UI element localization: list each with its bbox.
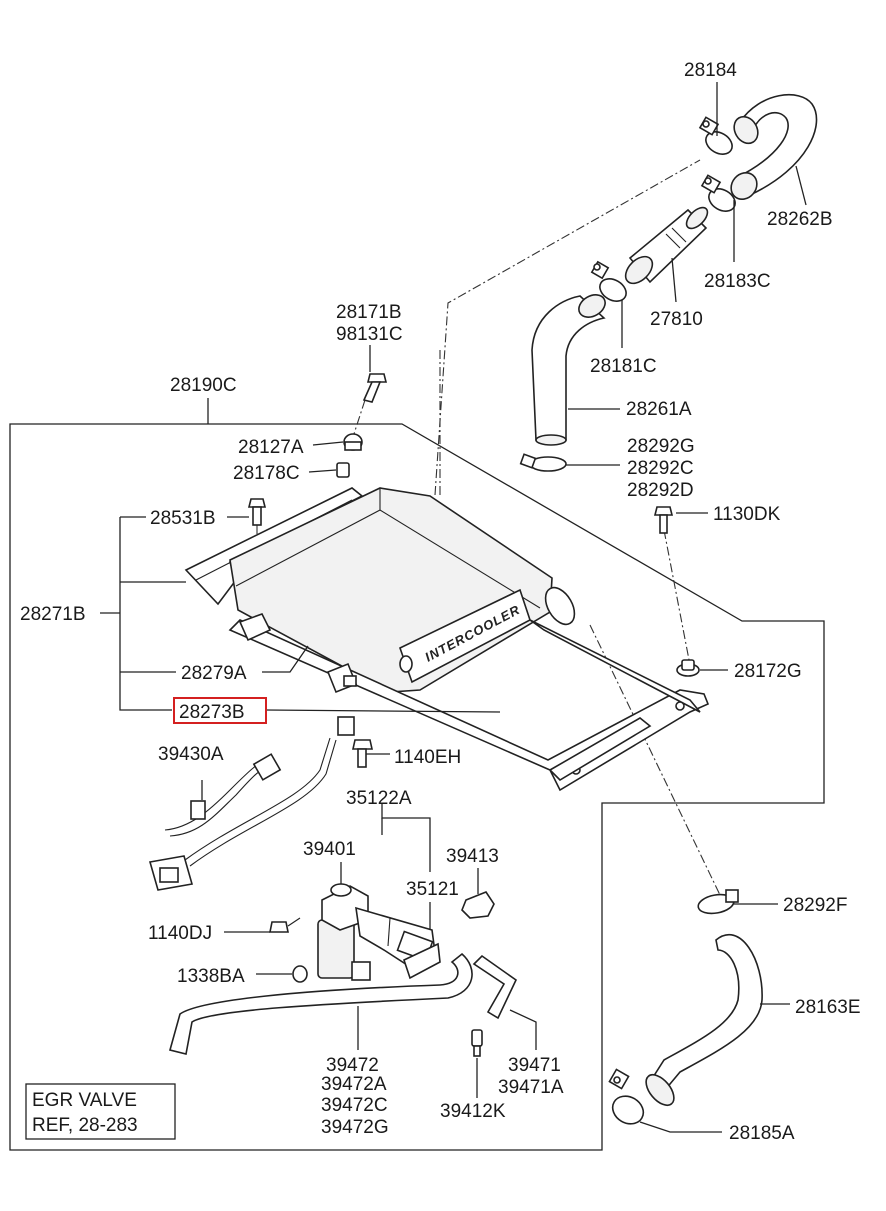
intercooler[interactable]: INTERCOOLER <box>229 487 580 693</box>
callout-28184[interactable]: 28184 <box>684 60 737 81</box>
note-line-2: REF, 28-283 <box>32 1115 138 1136</box>
clamp-28183c[interactable] <box>700 174 739 215</box>
callout-28171b[interactable]: 28171B <box>336 302 402 323</box>
hose-28261a[interactable] <box>531 290 609 446</box>
fitting-39412k[interactable] <box>471 1029 483 1057</box>
callout-28190c[interactable]: 28190C <box>170 375 237 396</box>
bolt-1140dj[interactable] <box>269 917 301 933</box>
callout-39472[interactable]: 39472 <box>326 1055 379 1076</box>
clamp-28184[interactable] <box>698 116 736 158</box>
callout-39412k[interactable]: 39412K <box>440 1101 506 1122</box>
alignment-line <box>434 159 701 496</box>
callout-28127a[interactable]: 28127A <box>238 437 304 458</box>
callout-28185a[interactable]: 28185A <box>729 1123 795 1144</box>
hose-28163e[interactable] <box>641 933 763 1111</box>
callout-39471[interactable]: 39471 <box>508 1055 561 1076</box>
callout-28292f[interactable]: 28292F <box>783 895 847 916</box>
pipe-27810[interactable] <box>621 204 712 289</box>
callout-35121[interactable]: 35121 <box>406 879 459 900</box>
hose-39471[interactable] <box>472 954 518 1020</box>
mount-28271b[interactable] <box>238 613 358 694</box>
callout-27810[interactable]: 27810 <box>650 309 703 330</box>
callout-39413[interactable]: 39413 <box>446 846 499 867</box>
note-box <box>25 1083 176 1140</box>
callout-28273b[interactable]: 28273B <box>179 702 245 723</box>
callout-39471a[interactable]: 39471A <box>498 1077 564 1098</box>
fitting-39413[interactable] <box>461 891 495 919</box>
callout-28292g[interactable]: 28292G <box>627 436 695 457</box>
alignment-line <box>663 529 691 666</box>
callout-28178c[interactable]: 28178C <box>233 463 300 484</box>
collar-28178c[interactable] <box>336 462 350 478</box>
clamp-28292f[interactable] <box>697 889 739 916</box>
callout-39401[interactable]: 39401 <box>303 839 356 860</box>
callout-28172g[interactable]: 28172G <box>734 661 802 682</box>
callout-28292c[interactable]: 28292C <box>627 458 694 479</box>
callout-28261a[interactable]: 28261A <box>626 399 692 420</box>
hose-39472[interactable] <box>169 952 473 1055</box>
assembly-frame <box>9 423 825 1151</box>
callout-28279a[interactable]: 28279A <box>181 663 247 684</box>
callout-28163e[interactable]: 28163E <box>795 997 861 1018</box>
nut-1338ba[interactable] <box>292 965 308 983</box>
callout-1140eh[interactable]: 1140EH <box>394 747 461 768</box>
callout-28181c[interactable]: 28181C <box>590 356 657 377</box>
hose-28262b[interactable] <box>726 93 818 205</box>
callout-1338ba[interactable]: 1338BA <box>177 966 245 987</box>
callout-39472g[interactable]: 39472G <box>321 1117 389 1138</box>
callout-28262b[interactable]: 28262B <box>767 209 833 230</box>
callout-28292d[interactable]: 28292D <box>627 480 694 501</box>
callout-1130dk[interactable]: 1130DK <box>713 504 781 525</box>
note-line-1: EGR VALVE <box>32 1090 137 1111</box>
clamp-28181c[interactable] <box>590 260 630 306</box>
clamp-28185a[interactable] <box>608 1068 649 1129</box>
wiring-harness-39430a[interactable] <box>148 716 355 891</box>
highlight-box <box>173 697 267 724</box>
bolt-1130dk[interactable] <box>653 506 674 534</box>
callout-28183c[interactable]: 28183C <box>704 271 771 292</box>
alignment-line <box>589 624 721 896</box>
callout-98131c[interactable]: 98131C <box>336 324 403 345</box>
callout-1140dj[interactable]: 1140DJ <box>148 923 212 944</box>
bolt-1140eh[interactable] <box>352 739 373 768</box>
bolt-28171b[interactable] <box>362 373 388 403</box>
callout-39430a[interactable]: 39430A <box>158 744 224 765</box>
clamp-28292g[interactable] <box>519 453 567 472</box>
bracket-35121[interactable] <box>355 906 441 980</box>
callout-39472a[interactable]: 39472A <box>321 1074 387 1095</box>
grommet-28127a[interactable] <box>343 433 363 451</box>
grommet-28172g[interactable] <box>676 659 700 677</box>
leader-lines <box>100 82 807 1133</box>
support-bar-28273b[interactable] <box>228 619 710 792</box>
bolt-28531b[interactable] <box>247 498 267 526</box>
callout-35122a[interactable]: 35122A <box>346 788 412 809</box>
callout-39472c[interactable]: 39472C <box>321 1095 388 1116</box>
callout-28531b[interactable]: 28531B <box>150 508 216 529</box>
callout-28271b[interactable]: 28271B <box>20 604 86 625</box>
